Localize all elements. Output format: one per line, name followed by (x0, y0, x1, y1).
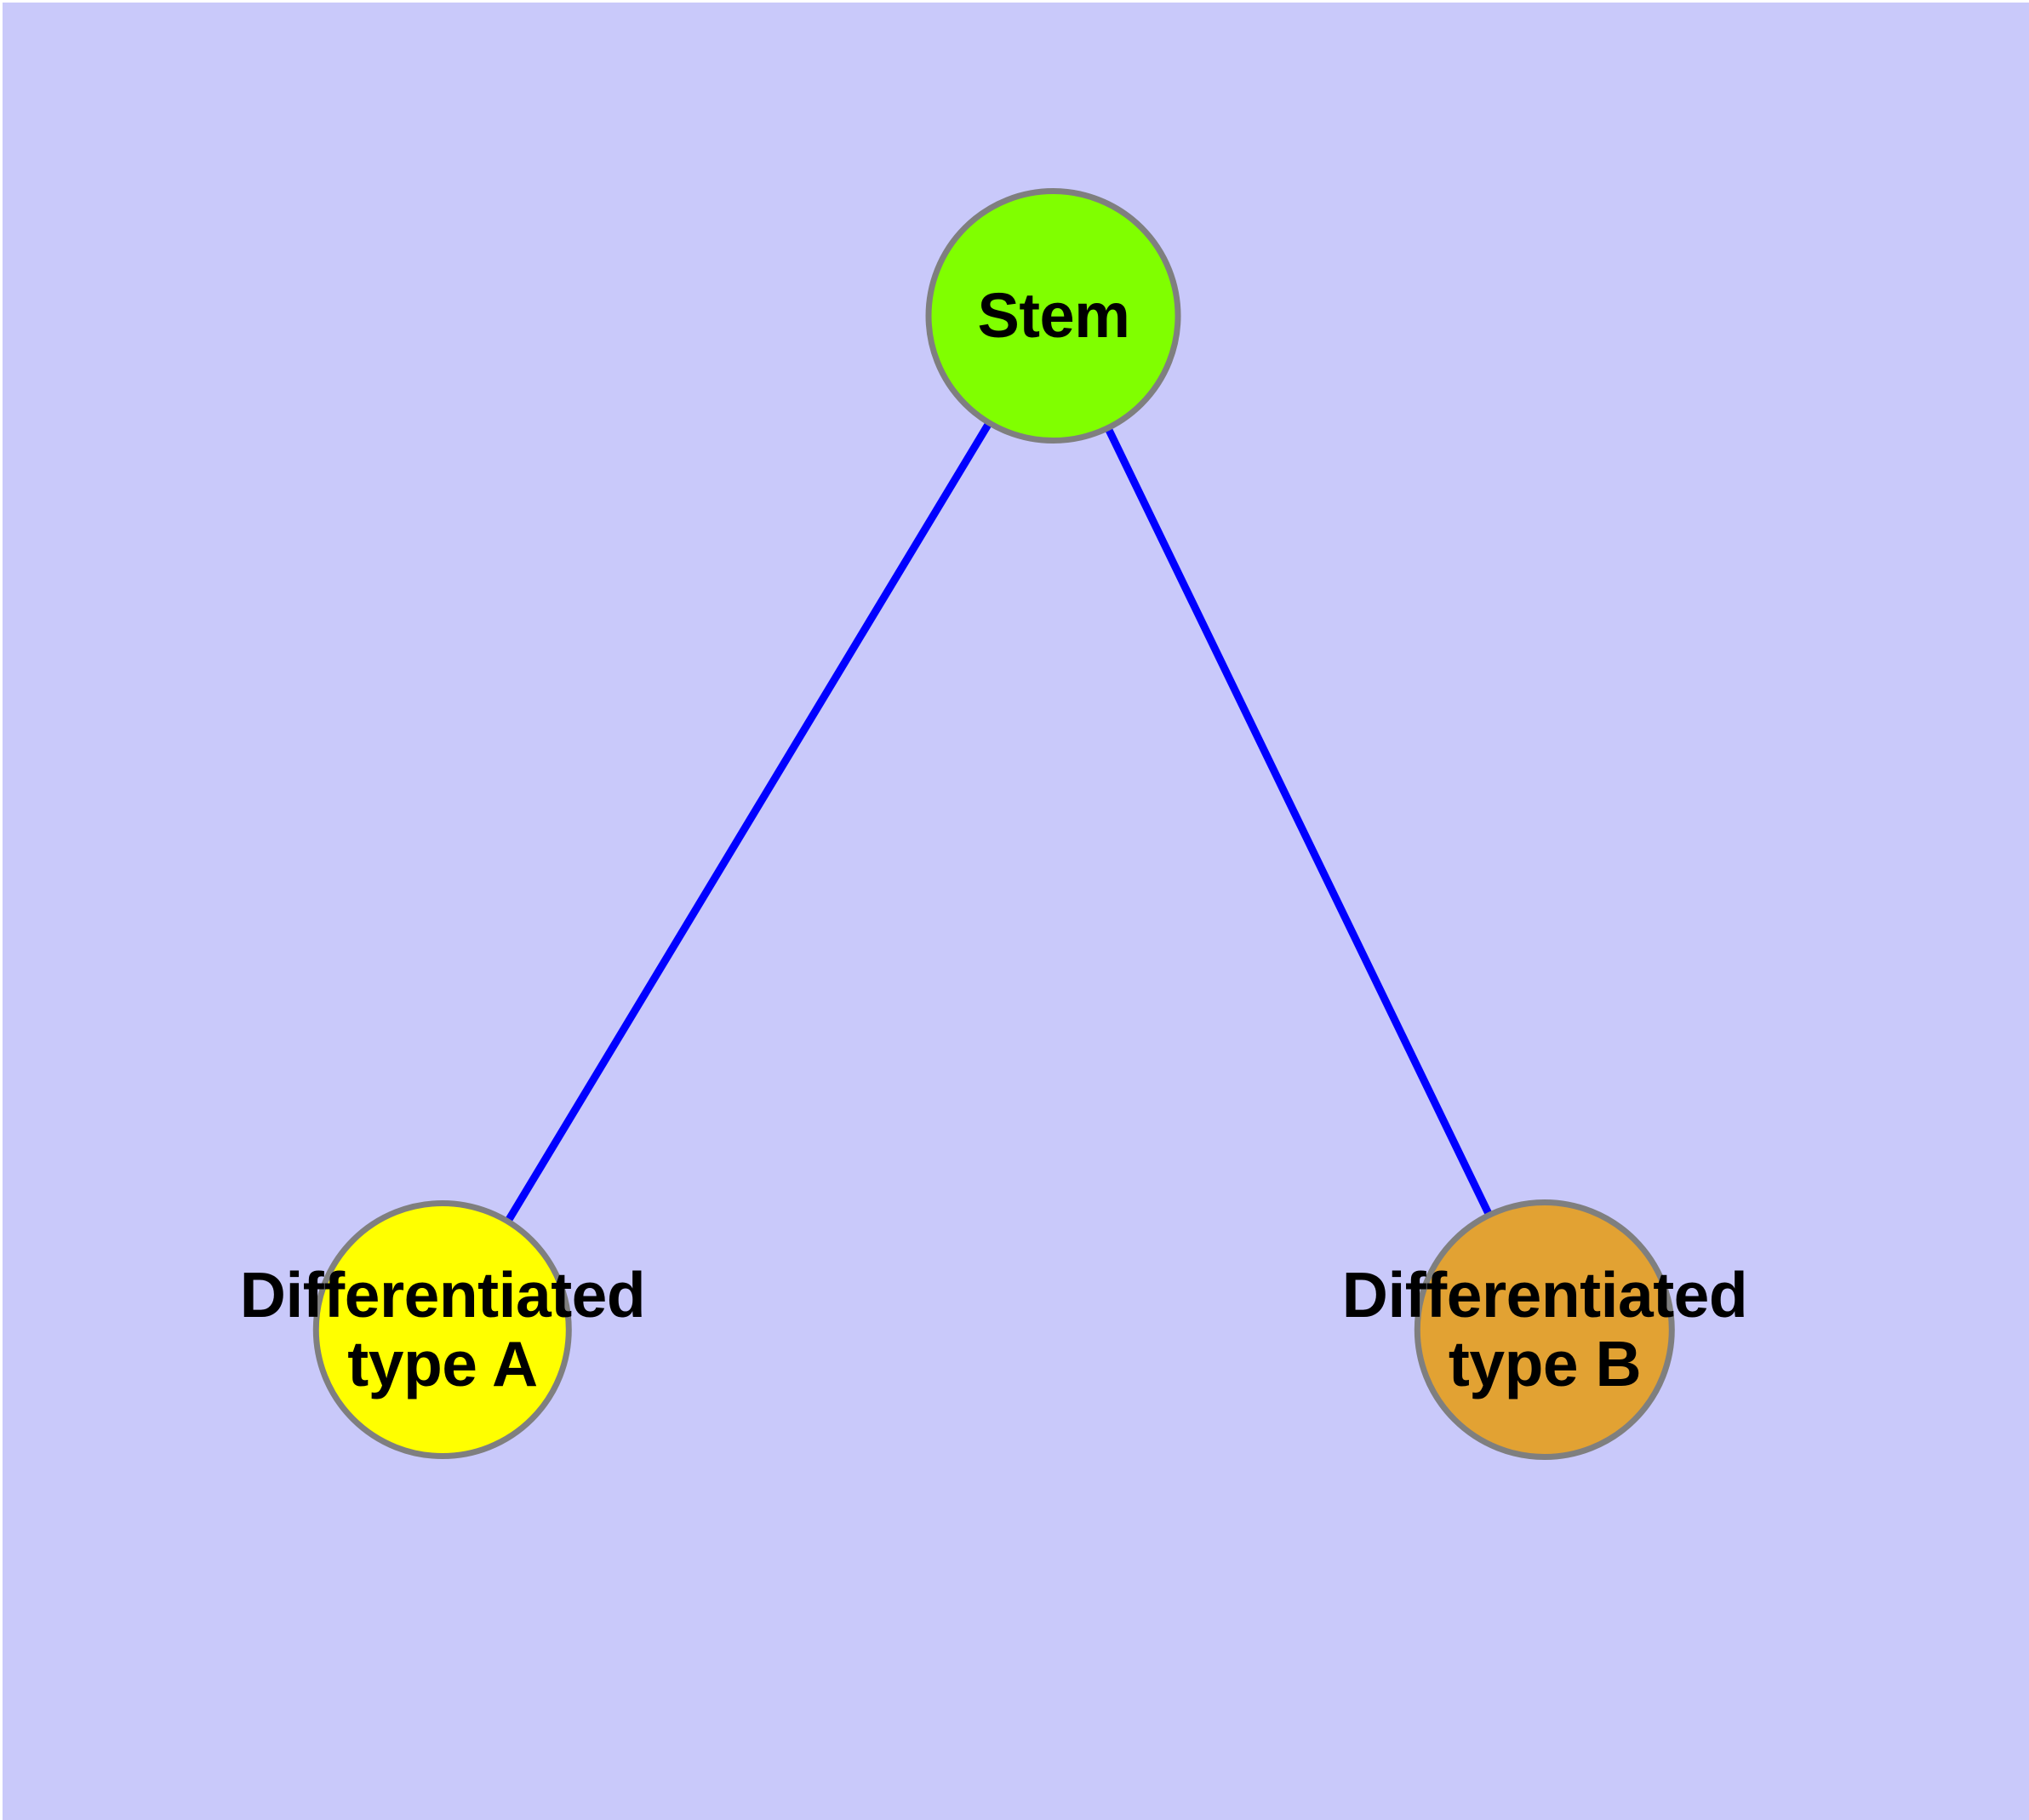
edge-layer (439, 313, 1549, 1332)
node-label-line-2: type A (347, 1328, 538, 1399)
edge-stem-to-differentiated-type-a (439, 313, 1057, 1332)
node-label-line-1: Differentiated (239, 1259, 646, 1331)
node-circle-differentiated-type-a (313, 1200, 572, 1459)
edge-stem-to-differentiated-type-b (1049, 314, 1549, 1331)
node-label-line-2: type B (1448, 1328, 1642, 1399)
node-label-line-1: Differentiated (1341, 1259, 1748, 1331)
graph-node-stem[interactable]: Stem (925, 188, 1181, 444)
node-circle-stem (925, 188, 1181, 444)
node-circle-differentiated-type-b (1415, 1199, 1675, 1460)
node-label-stem: Stem (977, 280, 1130, 352)
